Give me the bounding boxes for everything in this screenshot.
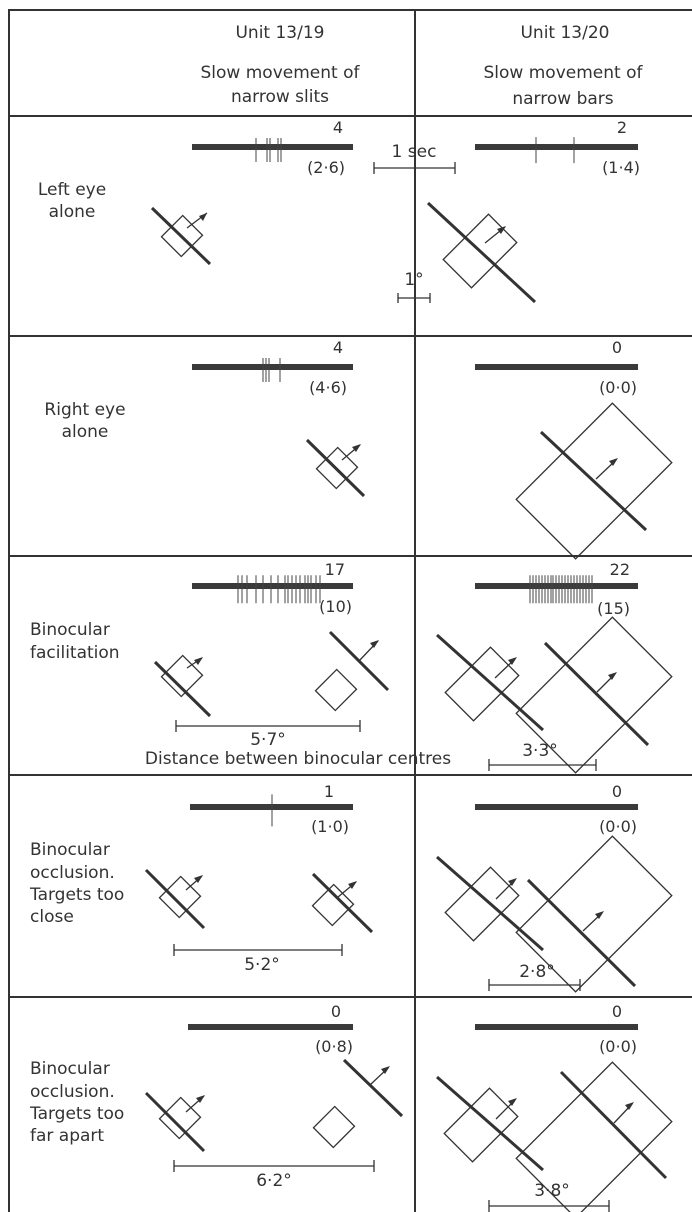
header-right: Unit 13/20 Slow movement of narrow bars bbox=[484, 23, 644, 109]
count-facilitation-bars: 22 bbox=[610, 560, 630, 579]
mean-left-eye-slits: (2·6) bbox=[307, 158, 345, 177]
mean-facilitation-bars: (15) bbox=[597, 599, 630, 618]
row-labels: Left eye alone Right eye alone Binocular… bbox=[29, 180, 126, 1146]
stimulus-title-left-line2: narrow slits bbox=[231, 87, 329, 107]
spike-trace-left-eye-bars bbox=[475, 137, 638, 164]
receptive-field-close-slits-left-eye bbox=[144, 868, 206, 930]
row-label-far-1: Binocular bbox=[30, 1059, 110, 1079]
row-label-left-eye-2: alone bbox=[49, 202, 96, 222]
row-label-right-eye-2: alone bbox=[62, 422, 109, 442]
time-scale-bar bbox=[373, 162, 456, 174]
receptive-field-far-bars-right-eye bbox=[515, 1061, 673, 1212]
stimulus-title-left-line1: Slow movement of bbox=[201, 63, 361, 83]
row-label-close-4: close bbox=[30, 907, 74, 927]
mean-far-slits: (0·8) bbox=[315, 1037, 353, 1056]
scale-bars bbox=[373, 162, 456, 303]
mean-left-eye-bars: (1·4) bbox=[602, 158, 640, 177]
unit-label-right: Unit 13/20 bbox=[520, 23, 609, 43]
distance-bar-facilitation-bars bbox=[488, 759, 597, 771]
distance-bar-far-bars bbox=[488, 1200, 610, 1212]
row-label-far-3: Targets too bbox=[29, 1104, 124, 1124]
mean-close-bars: (0·0) bbox=[599, 817, 637, 836]
spike-trace-left-eye-slits bbox=[192, 138, 353, 162]
distance-caption: Distance between binocular centres bbox=[145, 749, 451, 769]
row-label-right-eye-1: Right eye bbox=[44, 400, 125, 420]
angle-scale-label: 1° bbox=[404, 270, 423, 290]
receptive-field-close-bars-left-eye bbox=[436, 855, 544, 952]
row-label-far-2: occlusion. bbox=[30, 1082, 115, 1102]
spike-trace-close-slits bbox=[190, 794, 353, 827]
distance-label-far-slits: 6·2° bbox=[256, 1171, 292, 1191]
row-label-facilitation-1: Binocular bbox=[30, 620, 110, 640]
count-right-eye-slits: 4 bbox=[333, 338, 343, 357]
response-counts: 4 (2·6) 2 (1·4) 4 (4·6) 0 (0·0) 17 (10) … bbox=[307, 118, 640, 1056]
receptive-field-far-slits-right-eye bbox=[312, 1058, 404, 1149]
spike-trace-right-eye-slits bbox=[192, 358, 353, 382]
count-close-slits: 1 bbox=[324, 782, 334, 801]
row-label-far-4: far apart bbox=[30, 1126, 104, 1146]
receptive-field-right-eye-slits bbox=[305, 438, 366, 498]
distance-bar-close-slits bbox=[173, 944, 343, 956]
distance-label-close-slits: 5·2° bbox=[244, 955, 280, 975]
row-label-close-2: occlusion. bbox=[30, 863, 115, 883]
mean-close-slits: (1·0) bbox=[311, 817, 349, 836]
distance-label-far-bars: 3·8° bbox=[534, 1181, 570, 1201]
receptive-field-close-slits-right-eye bbox=[311, 872, 374, 934]
stimulus-diagrams bbox=[144, 201, 673, 1212]
unit-label-left: Unit 13/19 bbox=[235, 23, 324, 43]
receptive-field-left-eye-bars bbox=[426, 201, 537, 304]
row-label-close-3: Targets too bbox=[29, 885, 124, 905]
distance-labels: 5·7° 3·3° 5·2° 2·8° 6·2° 3·8° bbox=[244, 730, 570, 1201]
mean-far-bars: (0·0) bbox=[599, 1037, 637, 1056]
count-far-slits: 0 bbox=[331, 1002, 341, 1021]
stimulus-title-right-line1: Slow movement of bbox=[484, 63, 644, 83]
count-close-bars: 0 bbox=[612, 782, 622, 801]
receptive-field-facilitation-slits-left-eye bbox=[153, 654, 212, 718]
mean-facilitation-slits: (10) bbox=[319, 597, 352, 616]
spike-traces bbox=[188, 137, 638, 1030]
row-label-facilitation-2: facilitation bbox=[30, 643, 120, 663]
spike-trace-facilitation-bars bbox=[475, 575, 638, 604]
mean-right-eye-bars: (0·0) bbox=[599, 378, 637, 397]
row-label-left-eye-1: Left eye bbox=[38, 180, 106, 200]
distance-bar-close-bars bbox=[488, 979, 581, 991]
receptive-field-right-eye-bars bbox=[515, 402, 673, 560]
time-scale-label: 1 sec bbox=[392, 142, 437, 162]
distance-label-close-bars: 2·8° bbox=[519, 962, 555, 982]
count-facilitation-slits: 17 bbox=[325, 560, 345, 579]
table-grid bbox=[8, 9, 692, 1212]
receptive-field-far-bars-left-eye bbox=[436, 1075, 544, 1172]
distance-bar-far-slits bbox=[173, 1160, 375, 1172]
mean-right-eye-slits: (4·6) bbox=[309, 378, 347, 397]
distance-label-facilitation-bars: 3·3° bbox=[522, 741, 558, 761]
angle-scale-bar bbox=[397, 293, 431, 303]
spike-trace-facilitation-slits bbox=[192, 575, 353, 604]
distance-label-facilitation-slits: 5·7° bbox=[250, 730, 286, 750]
receptive-field-facilitation-bars-right-eye bbox=[515, 616, 673, 774]
count-far-bars: 0 bbox=[612, 1002, 622, 1021]
row-label-close-1: Binocular bbox=[30, 840, 110, 860]
receptive-field-facilitation-slits-right-eye bbox=[314, 630, 390, 712]
distance-bar-facilitation-slits bbox=[175, 720, 361, 732]
distance-bars bbox=[173, 720, 610, 1212]
receptive-field-left-eye-slits bbox=[150, 206, 212, 266]
receptive-field-close-bars-right-eye bbox=[515, 835, 673, 993]
receptive-field-far-slits-left-eye bbox=[144, 1091, 206, 1153]
stimulus-title-right-line2: narrow bars bbox=[512, 89, 613, 109]
count-right-eye-bars: 0 bbox=[612, 338, 622, 357]
count-left-eye-slits: 4 bbox=[333, 118, 343, 137]
header-left: Unit 13/19 Slow movement of narrow slits bbox=[201, 23, 361, 107]
receptive-field-facilitation-bars-left-eye bbox=[435, 633, 545, 732]
count-left-eye-bars: 2 bbox=[617, 118, 627, 137]
